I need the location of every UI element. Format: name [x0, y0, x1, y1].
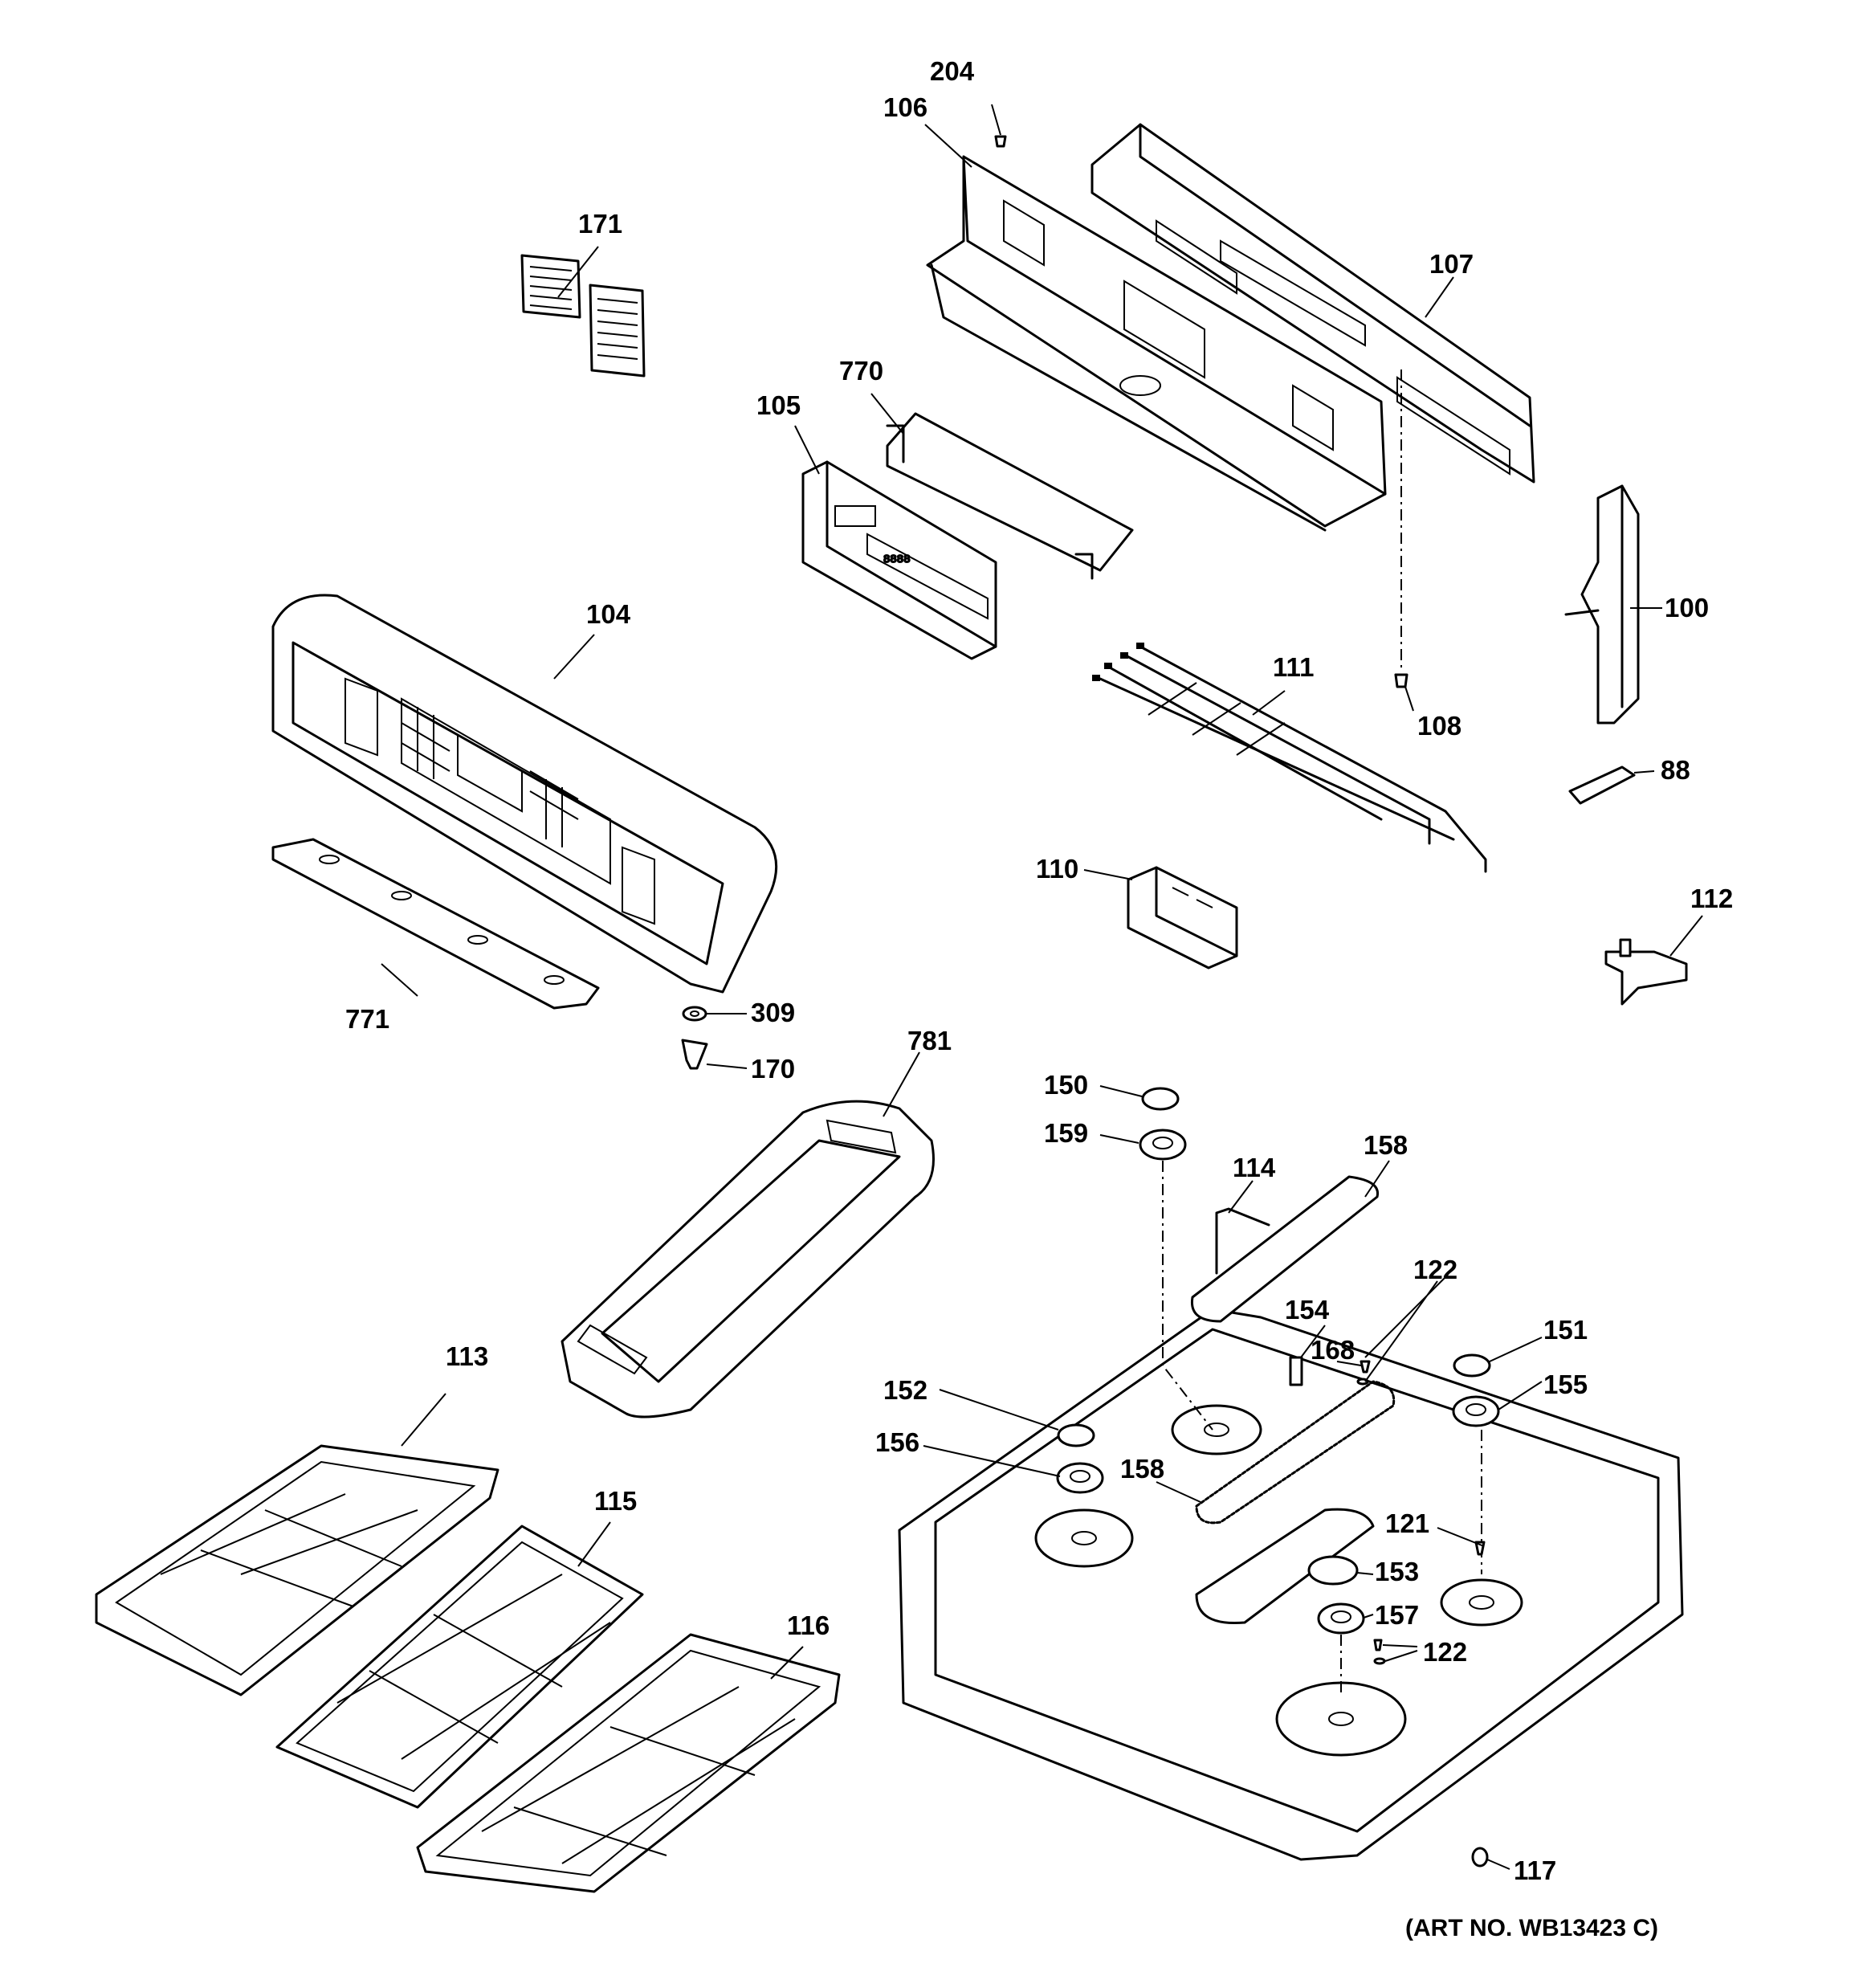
part-113-grate	[95, 1444, 499, 1696]
part-115-grate	[275, 1525, 644, 1809]
part-111-wire-harness	[1092, 643, 1487, 873]
part-110-spark-module	[1127, 866, 1238, 970]
part-104-control-console	[271, 594, 778, 994]
callout-108: 108	[1417, 711, 1461, 741]
part-151-cap	[1453, 1353, 1491, 1378]
callout-labels: 204 106 107 171 770 105 104 100 111 108 …	[345, 56, 1733, 1941]
callout-168: 168	[1311, 1335, 1355, 1365]
part-158-burner-cover	[1190, 1175, 1380, 1323]
part-204-screw	[994, 135, 1007, 148]
part-156-head	[1056, 1462, 1104, 1494]
art-number: (ART NO. WB13423 C)	[1405, 1915, 1658, 1941]
part-781-griddle	[561, 1100, 935, 1419]
callout-152: 152	[883, 1375, 927, 1405]
part-108-screw	[1394, 369, 1408, 688]
callout-121: 121	[1385, 1508, 1429, 1538]
part-170-screw	[681, 1039, 708, 1070]
part-117-nut	[1471, 1847, 1489, 1868]
part-159-head	[1139, 1129, 1187, 1161]
callout-112: 112	[1690, 884, 1733, 913]
callout-113: 113	[446, 1341, 488, 1371]
part-153-cap	[1307, 1555, 1359, 1586]
callout-159: 159	[1044, 1118, 1088, 1148]
callout-150: 150	[1044, 1070, 1088, 1100]
part-100-side-trim	[1564, 484, 1640, 725]
part-122-washer	[1373, 1639, 1386, 1665]
part-107-back-panel	[1090, 123, 1535, 484]
callout-171: 171	[578, 209, 622, 239]
part-154-orifice	[1289, 1356, 1303, 1386]
callout-158: 158	[1120, 1454, 1164, 1484]
part-771-trim	[271, 838, 600, 1010]
callout-309: 309	[751, 998, 795, 1027]
callout-154: 154	[1285, 1295, 1330, 1325]
part-158-igniter-harness	[1195, 1380, 1396, 1525]
callout-771: 771	[345, 1004, 389, 1034]
svg-text:8888: 8888	[883, 553, 911, 566]
callout-106: 106	[883, 92, 927, 122]
part-157-head	[1317, 1602, 1365, 1635]
callout-153: 153	[1375, 1557, 1419, 1586]
callout-157: 157	[1375, 1600, 1419, 1630]
callout-115: 115	[594, 1486, 637, 1516]
callout-155: 155	[1543, 1370, 1588, 1399]
callout-88: 88	[1661, 755, 1690, 785]
callout-105: 105	[756, 390, 801, 420]
callout-158: 158	[1364, 1130, 1408, 1160]
callout-110: 110	[1036, 854, 1078, 884]
callout-104: 104	[586, 599, 631, 629]
callout-122: 122	[1413, 1255, 1457, 1284]
part-88-bracket	[1568, 765, 1636, 805]
part-309-washer	[682, 1006, 707, 1022]
callout-170: 170	[751, 1054, 795, 1084]
part-150-cap	[1141, 1087, 1180, 1111]
callout-770: 770	[839, 356, 883, 386]
part-114-bracket	[1215, 1207, 1270, 1275]
part-770-shield	[886, 412, 1134, 580]
callout-204: 204	[930, 56, 975, 86]
part-112-valve	[1604, 938, 1688, 1006]
callout-100: 100	[1665, 593, 1709, 623]
callout-781: 781	[907, 1026, 952, 1055]
part-105-control-board: 8888	[801, 460, 997, 660]
callout-114: 114	[1233, 1153, 1276, 1182]
part-152-cap	[1057, 1423, 1095, 1447]
part-116-grate	[416, 1633, 841, 1893]
part-155-head	[1452, 1395, 1500, 1427]
part-106-rear-panel	[926, 155, 1387, 532]
callout-151: 151	[1543, 1315, 1588, 1345]
callout-107: 107	[1429, 249, 1474, 279]
leader-lines	[381, 104, 1703, 1870]
part-171-vent-grille	[520, 254, 646, 378]
burner-axis	[1162, 1161, 1213, 1431]
callout-156: 156	[875, 1427, 919, 1457]
part-168-screw	[1360, 1360, 1371, 1374]
callout-116: 116	[787, 1610, 830, 1640]
callout-111: 111	[1273, 652, 1314, 682]
callout-122: 122	[1423, 1637, 1467, 1667]
callout-117: 117	[1514, 1855, 1556, 1885]
